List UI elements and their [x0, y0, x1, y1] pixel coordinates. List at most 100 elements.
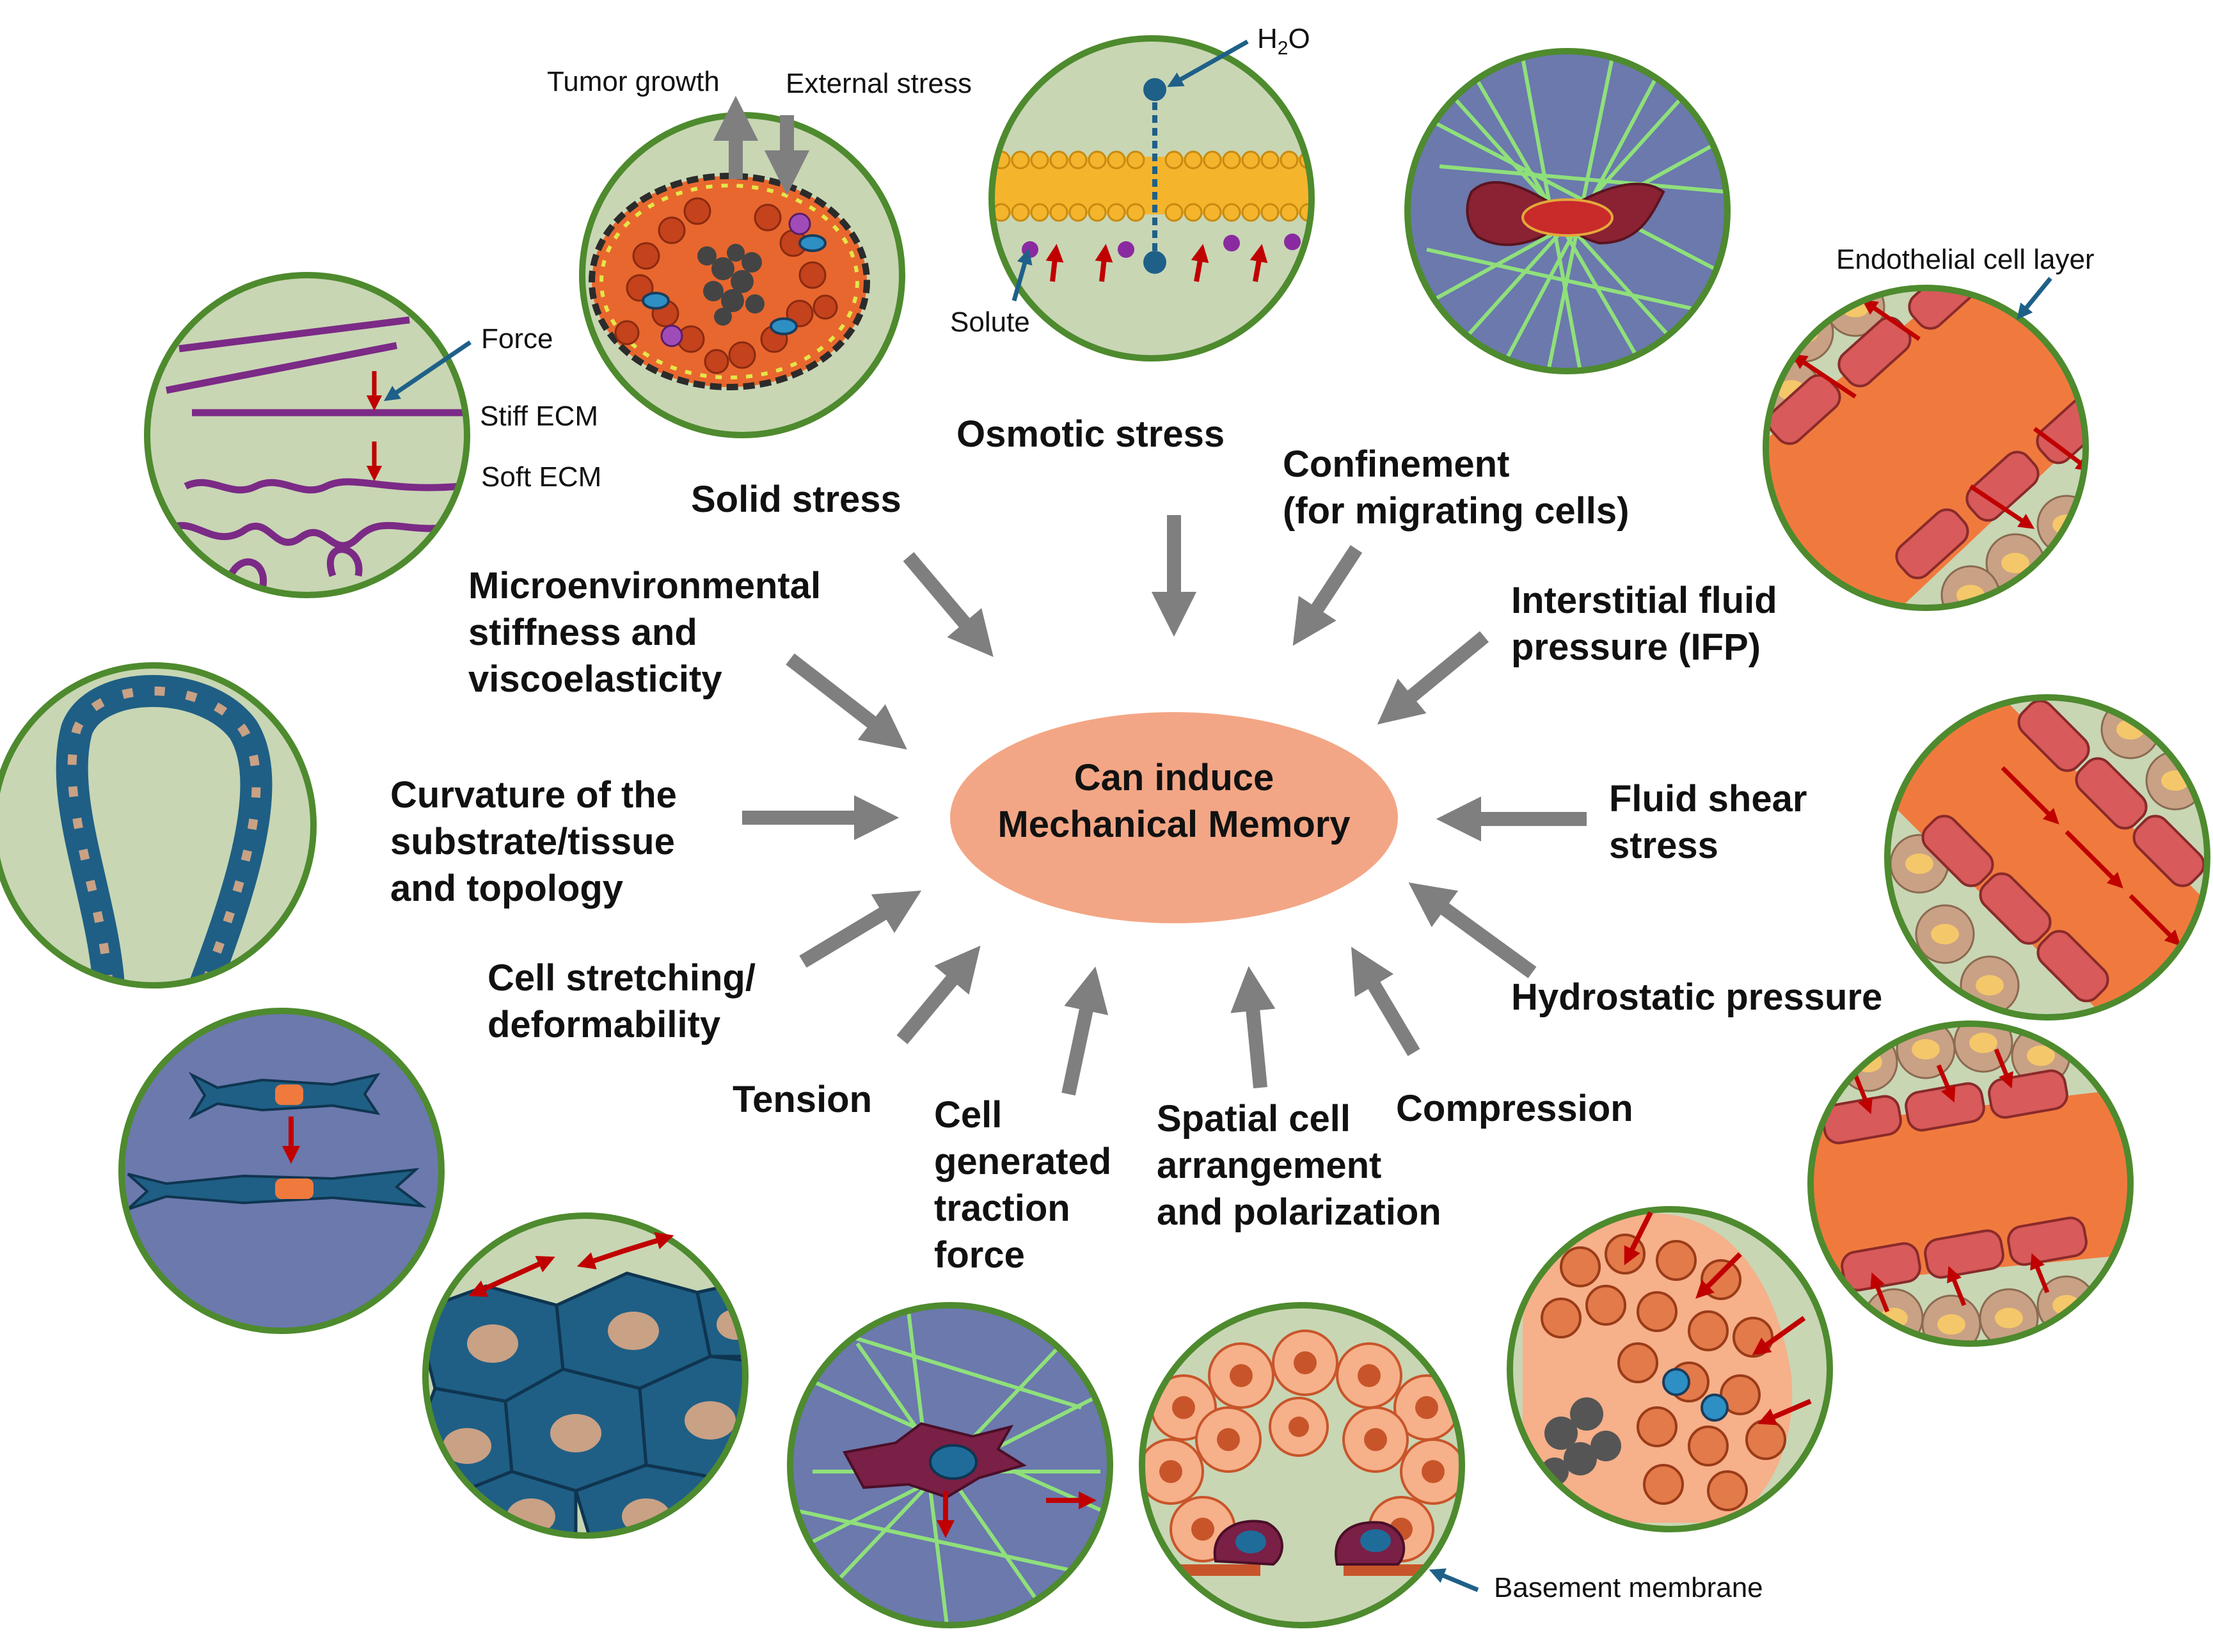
circle-compression — [1507, 1206, 1833, 1532]
solute-pointer — [1011, 248, 1033, 301]
water-molecule-bottom — [1143, 251, 1166, 274]
arrow-hydrostatic — [1408, 882, 1537, 978]
nucleus-after — [275, 1179, 313, 1199]
label-ifp-2: pressure (IFP) — [1511, 626, 1761, 668]
circle-stretching — [118, 1008, 445, 1334]
label-compression: Compression — [1396, 1088, 1633, 1129]
circle-osmotic-stress: H2O Solute — [950, 23, 1315, 361]
vessel-lumen — [1887, 697, 2207, 1017]
label-traction-3: traction — [934, 1187, 1070, 1229]
traction-nucleus — [929, 1444, 978, 1480]
label-spatial-2: arrangement — [1157, 1145, 1381, 1186]
gray-arrows — [742, 515, 1587, 1096]
tension-red-arrows — [468, 1232, 674, 1297]
label-traction-2: generated — [934, 1141, 1111, 1182]
circle-border — [118, 1008, 445, 1334]
necrotic-core — [697, 244, 765, 326]
basement-membrane-pointer — [1429, 1568, 1479, 1592]
circle-border — [144, 272, 470, 598]
arrow-confinement — [1292, 544, 1363, 646]
circle-border — [988, 35, 1315, 361]
cell-nucleus — [1521, 198, 1614, 237]
label-solid-stress: Solid stress — [691, 479, 901, 520]
label-stiffness-2: stiffness and — [468, 612, 697, 653]
annotation-force: Force — [481, 323, 553, 354]
shear-red-arrows — [2001, 766, 2181, 946]
ecm-fibers — [164, 316, 467, 590]
arrow-tension — [896, 945, 981, 1045]
center-line-2: Mechanical Memory — [997, 804, 1350, 845]
osmotic-red-arrows — [1045, 244, 1268, 282]
label-traction-4: force — [934, 1234, 1025, 1276]
water-molecule-top — [1143, 78, 1166, 101]
label-confinement-2: (for migrating cells) — [1283, 490, 1629, 532]
label-traction-1: Cell — [934, 1094, 1002, 1136]
arrow-compression — [1351, 946, 1420, 1056]
annotation-solute: Solute — [950, 306, 1030, 338]
endothelial-pointer — [2017, 276, 2052, 320]
annotation-soft-ecm: Soft ECM — [481, 461, 601, 493]
circle-spatial: Basement membrane — [1139, 1302, 1763, 1628]
circle-tension — [422, 1212, 749, 1539]
label-curvature-1: Curvature of the — [390, 774, 677, 816]
annotation-basement-membrane: Basement membrane — [1494, 1572, 1763, 1603]
necrotic-cells — [1541, 1397, 1621, 1486]
circle-traction — [787, 1302, 1113, 1628]
circle-border — [1139, 1302, 1465, 1628]
circle-curvature — [0, 662, 317, 989]
ifp-red-arrows — [1791, 299, 2086, 529]
circle-stiffness: Force Stiff ECM Soft ECM — [144, 272, 601, 598]
circle-border — [1404, 48, 1731, 374]
curved-cell-nuclei — [67, 687, 261, 985]
circle-border — [1507, 1206, 1833, 1532]
arrow-traction — [1061, 966, 1109, 1096]
circle-border — [422, 1212, 749, 1539]
endothelial-cells-top — [1767, 288, 1982, 445]
lipid-heads — [992, 150, 1312, 222]
circle-ifp: Endothelial cell layer — [1763, 244, 2095, 611]
label-spatial-1: Spatial cell — [1157, 1098, 1351, 1140]
h2o-pointer — [1167, 39, 1249, 88]
label-stretching-1: Cell stretching/ — [488, 957, 756, 999]
circle-bg — [147, 275, 467, 595]
circle-fluid-shear — [1884, 694, 2210, 1021]
compressed-cells — [1541, 1234, 1786, 1511]
annotation-external-stress: External stress — [786, 68, 972, 99]
annotation-stiff-ecm: Stiff ECM — [480, 401, 598, 432]
circle-border — [787, 1302, 1113, 1628]
label-confinement-1: Confinement — [1283, 443, 1509, 485]
circle-border — [1763, 285, 2089, 611]
label-stiffness-3: viscoelasticity — [468, 658, 722, 700]
label-spatial-3: and polarization — [1157, 1191, 1441, 1233]
label-curvature-2: substrate/tissue — [390, 821, 675, 862]
arrow-stiffness — [786, 653, 907, 750]
nucleus-before — [275, 1084, 303, 1105]
center-node: Can induce Mechanical Memory — [950, 712, 1398, 923]
label-stiffness-1: Microenvironmental — [468, 565, 821, 607]
circle-confinement — [1404, 48, 1731, 374]
label-osmotic-stress: Osmotic stress — [956, 413, 1225, 455]
label-hydrostatic: Hydrostatic pressure — [1511, 976, 1882, 1018]
arrow-spatial — [1230, 965, 1276, 1089]
basement-membrane-left — [1152, 1564, 1260, 1576]
label-fluid-shear-2: stress — [1609, 825, 1718, 866]
annotation-endothelial: Endothelial cell layer — [1836, 244, 2095, 275]
circle-border — [1807, 1021, 2134, 1347]
circle-border — [0, 662, 317, 989]
label-stretching-2: deformability — [488, 1004, 720, 1045]
hydrostatic-red-arrows — [1853, 1048, 2050, 1313]
force-pointer — [383, 340, 472, 401]
tumor-cells — [614, 197, 838, 374]
annotation-tumor-growth: Tumor growth — [547, 66, 720, 97]
center-line-1: Can induce — [1074, 757, 1274, 798]
label-tension: Tension — [733, 1079, 872, 1120]
circle-border — [1884, 694, 2210, 1021]
label-fluid-shear-1: Fluid shear — [1609, 778, 1807, 820]
label-curvature-3: and topology — [390, 868, 623, 909]
annotation-h2o: H2O — [1257, 23, 1310, 59]
arrow-ifp — [1377, 631, 1489, 725]
arrow-solid-stress — [903, 552, 994, 657]
traction-red-arrows — [937, 1491, 1097, 1538]
center-ellipse — [950, 712, 1398, 923]
